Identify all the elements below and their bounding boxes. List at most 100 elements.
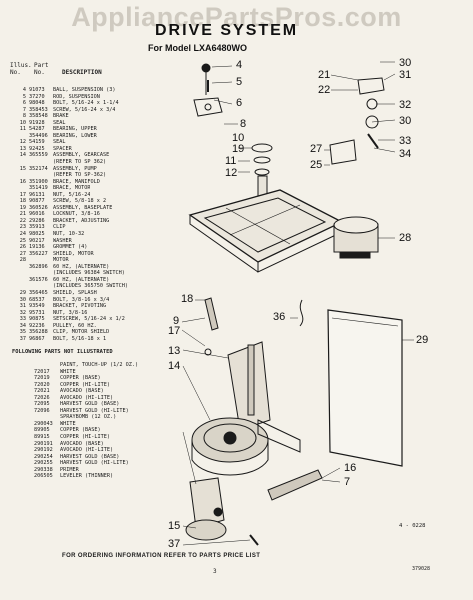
document-number: 379028 [412,566,431,572]
part-number: 356227 [29,250,48,257]
part-number: 54159 [29,139,45,146]
part-number: 72017 [34,368,50,375]
callout-16: 16 [344,462,357,474]
model-subtitle: For Model LXA6480WO [148,43,248,53]
part-number: 290043 [34,420,53,427]
part-description: ASSEMBLY, BASEPLATE [53,204,113,211]
part-description: ASSEMBLY, GEARCASE [53,152,110,159]
callout-30-lower: 30 [399,115,412,127]
part-number: 351419 [29,185,48,192]
seal-12 [254,168,270,176]
part-number: 68537 [29,296,45,303]
callout-31: 31 [399,69,412,81]
part-number: 290255 [34,460,53,467]
callout-30-top: 30 [399,57,412,69]
part-description: BOLT, 5/16-18 x 1 [53,335,107,342]
part-description: NUT, 3/8-16 [53,309,88,316]
illus-number: 23 [19,224,26,231]
part-number: 89915 [34,434,50,441]
part-description: HARVEST GOLD (BASE) [60,401,120,408]
part-description: AVOCADO (HI-LITE) [60,394,114,401]
column-head-part: Part No. [34,62,49,76]
part-description: (INCLUDES 96384 SWITCH) [53,270,125,277]
part-description: (REFER TO SP-362) [53,172,107,179]
illus-number: 35 [19,329,26,336]
part-number: 206505 [34,473,53,480]
callout-29: 29 [416,334,429,346]
illus-number: 16 [19,178,26,185]
part-number: 54287 [29,126,45,133]
part-description: (INCLUDES 365750 SWITCH) [53,283,128,290]
part-number: 95731 [29,309,45,316]
part-number: 96016 [29,211,45,218]
illus-number: 30 [19,296,26,303]
diagram-code: 4 - 0228 [399,523,426,529]
illus-number: 14 [19,152,26,159]
page-title: DRIVE SYSTEM [155,22,299,39]
part-description: COPPER (BASE) [60,427,101,434]
part-description: CLIP [53,224,66,231]
callout-8: 8 [240,118,247,130]
part-description: LEVELER (THINNER) [60,473,114,480]
not-illustrated-header: FOLLOWING PARTS NOT ILLUSTRATED [12,349,113,355]
illus-number: 12 [19,139,26,146]
part-number: 72021 [34,388,50,395]
part-number: 352174 [29,165,48,172]
part-description: PAINT, TOUCH-UP (1/2 OZ.) [60,362,139,368]
callout-28: 28 [399,232,412,244]
callout-32: 32 [399,99,412,111]
parts-row: (INCLUDES 365750 SWITCH) [12,283,172,290]
brace [204,297,219,331]
part-number: 358453 [29,106,48,113]
part-number: 96867 [29,335,45,342]
part-description: HARVEST GOLD (HI-LITE) [60,460,129,467]
part-description: WHITE [60,368,76,375]
part-description: BOLT, 3/8-16 x 3/4 [53,296,110,303]
part-description: BRAKE [53,113,69,120]
part-number: 354496 [29,132,48,139]
part-description: SPRAYBOMB (12 OZ.) [60,414,117,421]
callout-14: 14 [168,360,181,372]
part-description: ROD, SUSPENSION [53,93,100,100]
part-number: 358548 [29,113,48,120]
illus-number: 19 [19,204,26,211]
illus-number: 6 [22,100,26,107]
part-number: 90877 [29,198,45,205]
part-description: CLIP, MOTOR SHIELD [53,329,110,336]
part-number: 362896 [29,263,48,270]
illus-number: 11 [19,126,26,133]
part-description: PRIMER [60,466,79,473]
part-number: 356465 [29,289,48,296]
illus-number: 5 [22,93,26,100]
clip-36 [299,299,304,327]
part-description: BRACE, MOTOR [53,185,91,192]
part-description: SHIELD, SPLASH [53,289,97,296]
drive-belt [257,419,301,453]
column-head-illus: Illus. No. [10,62,32,76]
watermark: AppliancePartsPros.com [71,2,402,32]
part-number: 96131 [29,191,45,198]
illus-number: 17 [19,191,26,198]
part-description: BRACE, MANIFOLD [53,178,100,185]
callout-4: 4 [236,59,243,71]
part-description: MOTOR [53,257,69,264]
illus-number: 18 [19,198,26,205]
part-description: HARVEST GOLD (BASE) [60,453,120,460]
